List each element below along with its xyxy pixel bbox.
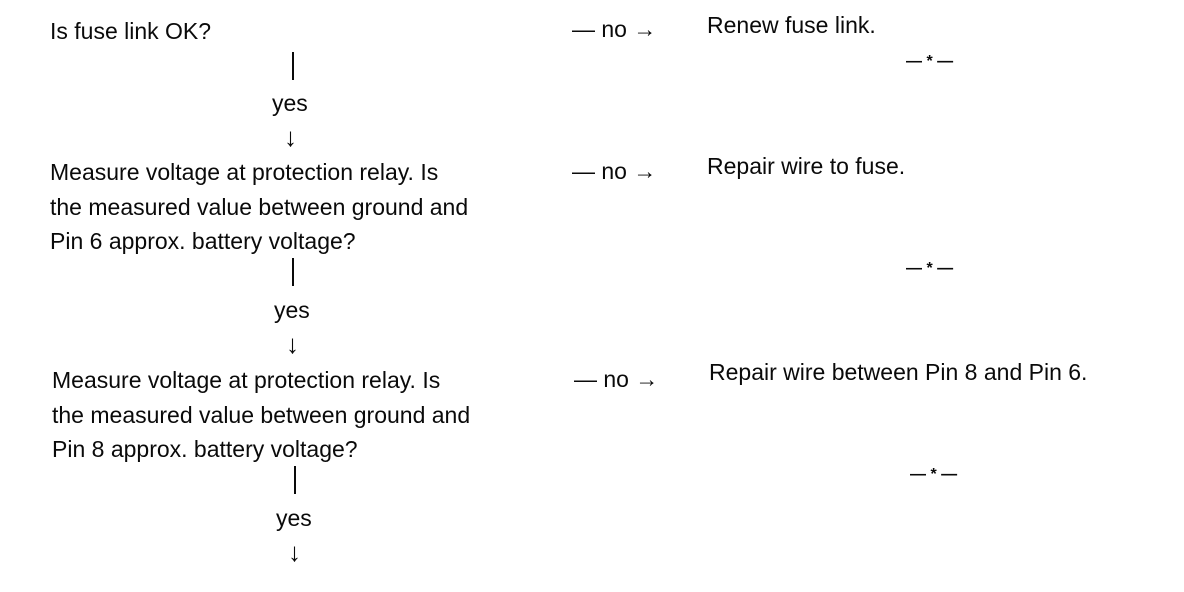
connector-line-1 [292,52,294,80]
yes-label-3: yes [276,505,312,531]
question-pin8-voltage: Measure voltage at protection relay. Is … [52,367,471,462]
end-mark-1: — * — [906,53,954,70]
yes-label-1: yes [272,90,308,116]
action-repair-wire-fuse: Repair wire to fuse. [707,153,906,179]
down-arrow-icon-3: ↓ [288,537,301,567]
no-arrow-3: — no → [574,366,659,392]
question-fuse-link: Is fuse link OK? [50,18,212,44]
yes-label-2: yes [274,297,310,323]
connector-line-2 [292,258,294,286]
no-arrow-2: — no → [572,158,657,184]
end-mark-3: — * — [910,466,958,483]
action-renew-fuse: Renew fuse link. [707,12,876,38]
no-arrow-1: — no → [572,16,657,42]
down-arrow-icon-1: ↓ [284,122,297,152]
end-mark-2: — * — [906,260,954,277]
connector-line-3 [294,466,296,494]
action-repair-wire-pin8-pin6: Repair wire between Pin 8 and Pin 6. [709,359,1088,385]
down-arrow-icon-2: ↓ [286,329,299,359]
question-pin6-voltage: Measure voltage at protection relay. Is … [50,159,469,254]
